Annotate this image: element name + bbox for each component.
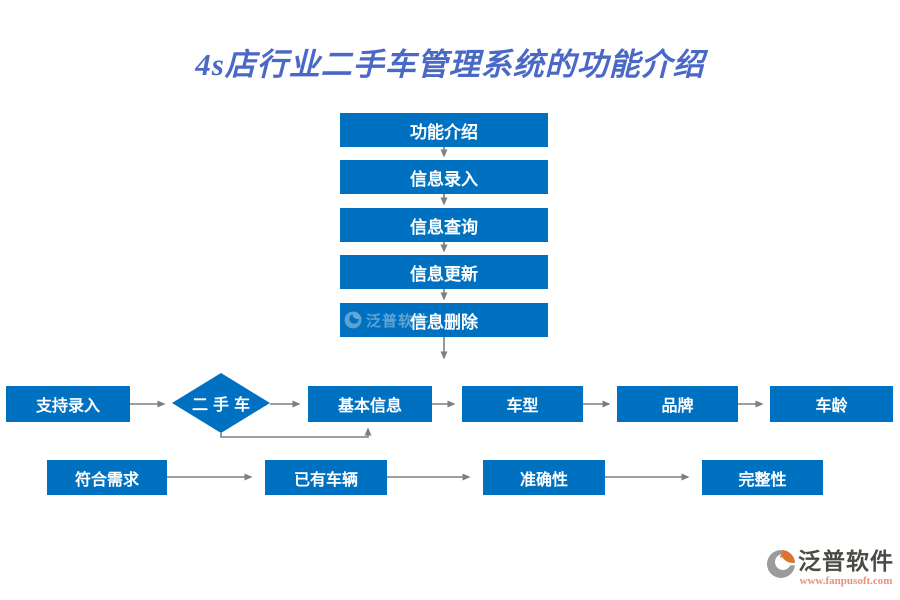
decision-diamond-shape [172, 373, 270, 433]
footer-brand: 泛普软件 www.fanpusoft.com [766, 549, 894, 588]
decision-diamond-label: 二手车 [191, 397, 255, 414]
flow-node-meets-needs: 符合需求 [47, 460, 167, 495]
flow-node-info-delete: 信息删除 [340, 303, 548, 337]
flow-node-info-entry: 信息录入 [340, 160, 548, 194]
diagram-title: 4s店行业二手车管理系统的功能介绍 [195, 47, 705, 82]
flow-node-support-entry: 支持录入 [6, 386, 130, 422]
footer-brand-url: www.fanpusoft.com [799, 575, 893, 587]
flow-node-basic-info: 基本信息 [308, 386, 432, 422]
flow-node-info-update: 信息更新 [340, 255, 548, 289]
flow-node-existing-cars: 已有车辆 [265, 460, 387, 495]
flow-node-info-query: 信息查询 [340, 208, 548, 242]
flow-node-completeness: 完整性 [702, 460, 823, 495]
flow-node-car-model: 车型 [462, 386, 583, 422]
fanpu-logo-icon [767, 550, 795, 578]
decision-row-arrows [130, 400, 764, 438]
footer-brand-name: 泛普软件 [798, 549, 894, 574]
flow-node-accuracy: 准确性 [483, 460, 605, 495]
flow-node-function-intro: 功能介绍 [340, 113, 548, 147]
flow-node-car-age: 车龄 [770, 386, 893, 422]
flow-node-brand: 品牌 [617, 386, 738, 422]
